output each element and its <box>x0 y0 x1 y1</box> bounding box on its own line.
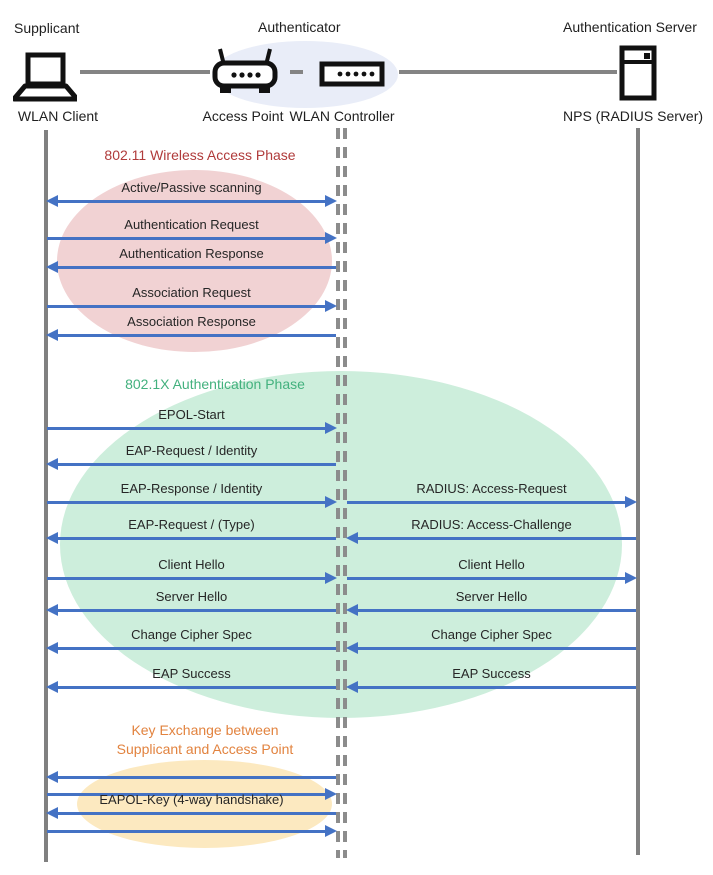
server-icon <box>619 45 657 101</box>
arrow-line <box>47 830 327 833</box>
phase-title-key-exchange-line1: Key Exchange between <box>131 722 279 738</box>
arrowhead-left-icon <box>46 458 58 470</box>
phase-title-wireless-access: 802.11 Wireless Access Phase <box>104 147 296 163</box>
message-label: Client Hello <box>158 557 225 572</box>
arrowhead-left-icon <box>46 261 58 273</box>
arrowhead-left-icon <box>346 604 358 616</box>
role-label-supplicant: Supplicant <box>14 20 80 36</box>
arrow-line <box>47 427 327 430</box>
phase-title-key-exchange: Key Exchange between Supplicant and Acce… <box>55 721 355 759</box>
message-label: RADIUS: Access-Challenge <box>411 517 572 532</box>
arrow-line <box>356 609 636 612</box>
arrowhead-left-icon <box>346 681 358 693</box>
arrowhead-left-icon <box>46 532 58 544</box>
arrow-line <box>56 686 336 689</box>
arrow-line <box>56 266 336 269</box>
message-label: EAP-Request / Identity <box>125 443 258 458</box>
arrow-line <box>356 537 636 540</box>
message-label: Server Hello <box>155 589 228 604</box>
message-label: EPOL-Start <box>158 407 225 422</box>
arrowhead-right-icon <box>625 496 637 508</box>
arrowhead-left-icon <box>346 642 358 654</box>
arrowhead-left-icon <box>46 771 58 783</box>
controller-icon <box>319 61 385 87</box>
arrowhead-right-icon <box>325 195 337 207</box>
arrowhead-right-icon <box>325 496 337 508</box>
role-label-authenticator: Authenticator <box>258 19 341 35</box>
arrowhead-right-icon <box>325 232 337 244</box>
message-label: EAPOL-Key (4-way handshake) <box>99 792 284 807</box>
arrow-line <box>56 200 327 203</box>
link-client-to-ap <box>80 70 210 74</box>
arrow-line <box>47 305 327 308</box>
message-label: EAP Success <box>152 666 231 681</box>
arrowhead-left-icon <box>46 604 58 616</box>
device-label-wlan-controller: WLAN Controller <box>289 108 395 124</box>
message-label: Client Hello <box>458 557 525 572</box>
arrow-line <box>347 577 627 580</box>
arrow-line <box>347 501 627 504</box>
arrow-line <box>56 609 336 612</box>
arrow-line <box>56 537 336 540</box>
device-label-wlan-client: WLAN Client <box>17 108 99 124</box>
arrowhead-right-icon <box>325 300 337 312</box>
message-label: RADIUS: Access-Request <box>416 481 567 496</box>
lifeline-wlan-client <box>44 130 48 862</box>
arrowhead-left-icon <box>346 532 358 544</box>
arrow-line <box>56 647 336 650</box>
lifeline-access-point-dashed <box>336 128 340 858</box>
arrow-line <box>56 463 336 466</box>
arrowhead-left-icon <box>46 807 58 819</box>
message-label: EAP-Request / (Type) <box>128 517 255 532</box>
message-label: Authentication Request <box>124 217 259 232</box>
arrowhead-left-icon <box>46 681 58 693</box>
arrowhead-right-icon <box>325 572 337 584</box>
arrowhead-right-icon <box>625 572 637 584</box>
lifeline-nps-server <box>636 128 640 855</box>
phase-ellipse-key-exchange <box>77 760 332 848</box>
message-label: Association Response <box>127 314 256 329</box>
message-label: Authentication Response <box>119 246 264 261</box>
device-label-access-point: Access Point <box>202 108 284 124</box>
device-label-nps: NPS (RADIUS Server) <box>563 108 704 124</box>
role-label-auth-server: Authentication Server <box>563 19 697 35</box>
arrow-line <box>56 334 336 337</box>
wireless-router-icon <box>212 48 278 93</box>
arrow-line <box>356 686 636 689</box>
message-label: Server Hello <box>455 589 528 604</box>
link-ap-to-controller <box>290 70 303 74</box>
message-label: EAP Success <box>452 666 531 681</box>
laptop-icon <box>13 52 77 102</box>
message-label: Association Request <box>132 285 251 300</box>
message-label: Change Cipher Spec <box>131 627 252 642</box>
arrowhead-right-icon <box>325 788 337 800</box>
message-label: Change Cipher Spec <box>431 627 552 642</box>
arrowhead-left-icon <box>46 195 58 207</box>
arrowhead-left-icon <box>46 642 58 654</box>
arrowhead-right-icon <box>325 825 337 837</box>
message-label: EAP-Response / Identity <box>120 481 263 496</box>
arrow-line <box>47 501 327 504</box>
arrowhead-left-icon <box>46 329 58 341</box>
arrowhead-right-icon <box>325 422 337 434</box>
arrow-line <box>56 812 336 815</box>
message-label: Active/Passive scanning <box>121 180 262 195</box>
arrow-line <box>47 793 327 796</box>
phase-title-dot1x-authentication: 802.1X Authentication Phase <box>125 376 305 392</box>
arrow-line <box>56 776 336 779</box>
arrow-line <box>356 647 636 650</box>
arrow-line <box>47 237 327 240</box>
phase-title-key-exchange-line2: Supplicant and Access Point <box>116 741 294 757</box>
lifeline-wlan-controller-dashed <box>343 128 347 858</box>
arrow-line <box>47 577 327 580</box>
link-controller-to-server <box>399 70 617 74</box>
